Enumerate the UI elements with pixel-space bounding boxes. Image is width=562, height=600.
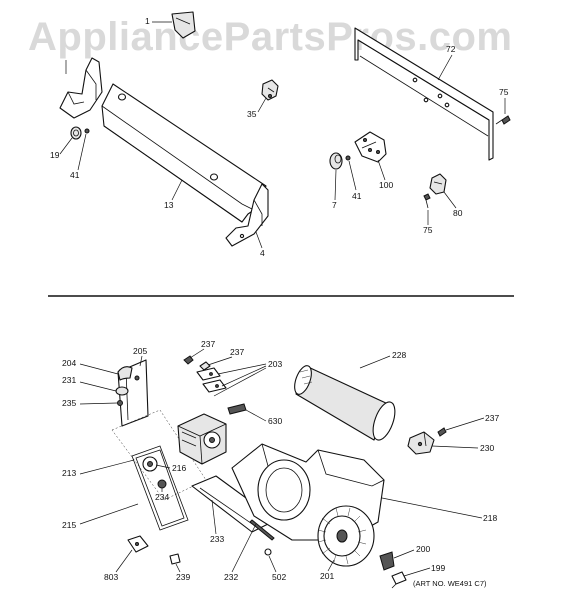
callouts-top: 1 72 75 35 19 41 13 4 7 41 100 80 75 [50,16,509,258]
part-72-rear-panel [354,27,494,161]
part-234-idler [157,479,167,489]
callout-803: 803 [104,572,118,582]
part-7-knob [329,152,343,170]
part-502-screw [264,548,272,556]
art-number: (ART NO. WE491 C7) [413,579,487,588]
callout-80: 80 [453,208,463,218]
watermark-text: AppliancePartsPros.com [28,15,513,59]
callout-215: 215 [62,520,76,530]
callout-7: 7 [332,200,337,210]
part-232-rod [249,519,275,541]
callout-203: 203 [268,359,282,369]
part-motor [177,413,227,465]
callout-630: 630 [268,416,282,426]
part-41-clip-right [345,155,351,161]
part-237-screw-b [199,361,211,371]
callout-75-upper: 75 [499,87,509,97]
callout-75-lower: 75 [423,225,433,235]
callout-228: 228 [392,350,406,360]
callout-233: 233 [210,534,224,544]
part-630-fuse [227,403,247,415]
callout-213: 213 [62,468,76,478]
callout-19: 19 [50,150,60,160]
callout-204: 204 [62,358,76,368]
callout-35: 35 [247,109,257,119]
part-199-screw [391,571,407,589]
part-80-switch [429,173,447,195]
callout-41-left: 41 [70,170,80,180]
part-100-bracket [354,131,387,163]
callout-237-b: 237 [230,347,244,357]
callout-218: 218 [483,513,497,523]
part-4-right-endcap [225,183,269,247]
part-left-endcap [59,57,103,119]
callouts-bottom: 204 205 231 235 237 237 203 228 630 237 … [62,339,499,582]
callout-4: 4 [260,248,265,258]
part-41-clip-left [84,128,90,134]
part-1-label-plate [171,11,196,39]
part-13-control-panel [101,83,267,223]
callout-231: 231 [62,375,76,385]
callout-72: 72 [446,44,456,54]
part-75-screw-lower [423,193,431,209]
part-230-switch [407,431,435,455]
part-228-duct [294,365,396,441]
part-204-clip [117,366,133,381]
part-803-terminal [127,535,149,553]
part-200-clip [379,551,395,571]
part-231-thermostat [115,386,129,396]
callout-502: 502 [272,572,286,582]
callout-1: 1 [145,16,150,26]
callout-239: 239 [176,572,190,582]
callout-205: 205 [133,346,147,356]
callout-199: 199 [431,563,445,573]
part-237-screw-c [437,427,447,437]
callout-200: 200 [416,544,430,554]
part-75-screw-upper [495,115,511,125]
callout-100: 100 [379,180,393,190]
callout-13: 13 [164,200,174,210]
part-237-screw-a [183,355,194,365]
part-19-knob [70,126,82,140]
callout-235: 235 [62,398,76,408]
callout-201: 201 [320,571,334,581]
part-203-clamps [196,367,227,393]
callout-230: 230 [480,443,494,453]
part-213-belt [131,445,189,531]
callout-234: 234 [155,492,169,502]
part-35-switch [261,79,279,101]
callout-237-a: 237 [201,339,215,349]
part-201-blower-wheel [317,505,375,567]
callout-237-c: 237 [485,413,499,423]
callout-41-right: 41 [352,191,362,201]
callout-232: 232 [224,572,238,582]
part-239-screw [169,553,181,565]
part-235-screw [117,400,123,406]
callout-216: 216 [172,463,186,473]
part-216-pulley [142,456,158,472]
